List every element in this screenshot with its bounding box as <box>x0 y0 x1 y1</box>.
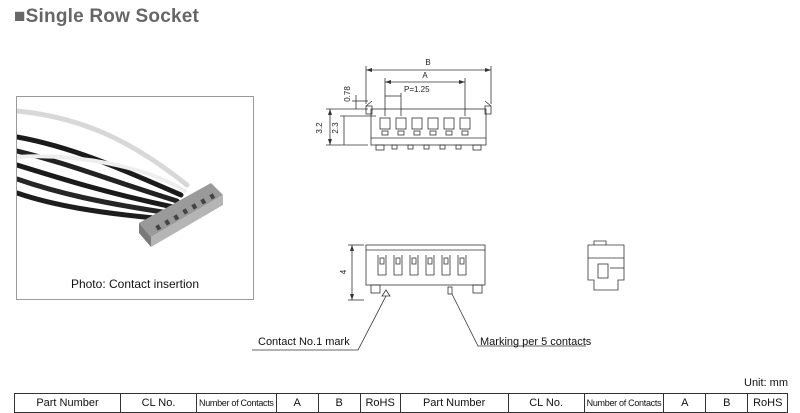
photo-caption: Photo: Contact insertion <box>70 277 200 291</box>
col-header-part-number-2: Part Number <box>399 393 509 413</box>
col-header-b: B <box>317 393 361 413</box>
col-header-rohs-2: RoHS <box>747 393 789 413</box>
dim-23-label: 2.3 <box>331 122 340 134</box>
col-header-cl-no-2: CL No. <box>507 393 585 413</box>
col-header-a-2: A <box>663 393 707 413</box>
pitch-label: P=1.25 <box>404 85 430 94</box>
col-header-a: A <box>275 393 319 413</box>
top-view-drawing <box>252 66 625 351</box>
col-header-number-of-contacts: Number of Contacts <box>196 393 277 413</box>
dim-32-label: 3.2 <box>315 122 324 134</box>
dim-4-label: 4 <box>339 269 348 274</box>
col-header-rohs: RoHS <box>359 393 401 413</box>
unit-note: Unit: mm <box>744 377 788 389</box>
page-title: ■Single Row Socket <box>14 6 200 27</box>
callout-contact-no1: Contact No.1 mark <box>258 336 350 348</box>
col-header-number-of-contacts-2: Number of Contacts <box>583 393 665 413</box>
photo-panel: Photo: Contact insertion <box>16 96 254 300</box>
dim-078-label: 0.78 <box>343 86 352 102</box>
spec-table-header-row: Part Number CL No. Number of Contacts A … <box>14 393 789 413</box>
col-header-cl-no: CL No. <box>120 393 197 413</box>
col-header-part-number: Part Number <box>14 393 121 413</box>
dim-b-label: B <box>425 58 430 67</box>
dim-a-label: A <box>422 71 428 80</box>
callout-marking: Marking per 5 contacts <box>480 336 592 348</box>
col-header-b-2: B <box>705 393 749 413</box>
spec-table: Part Number CL No. Number of Contacts A … <box>14 393 789 413</box>
cable-photo-illustration <box>17 108 223 247</box>
